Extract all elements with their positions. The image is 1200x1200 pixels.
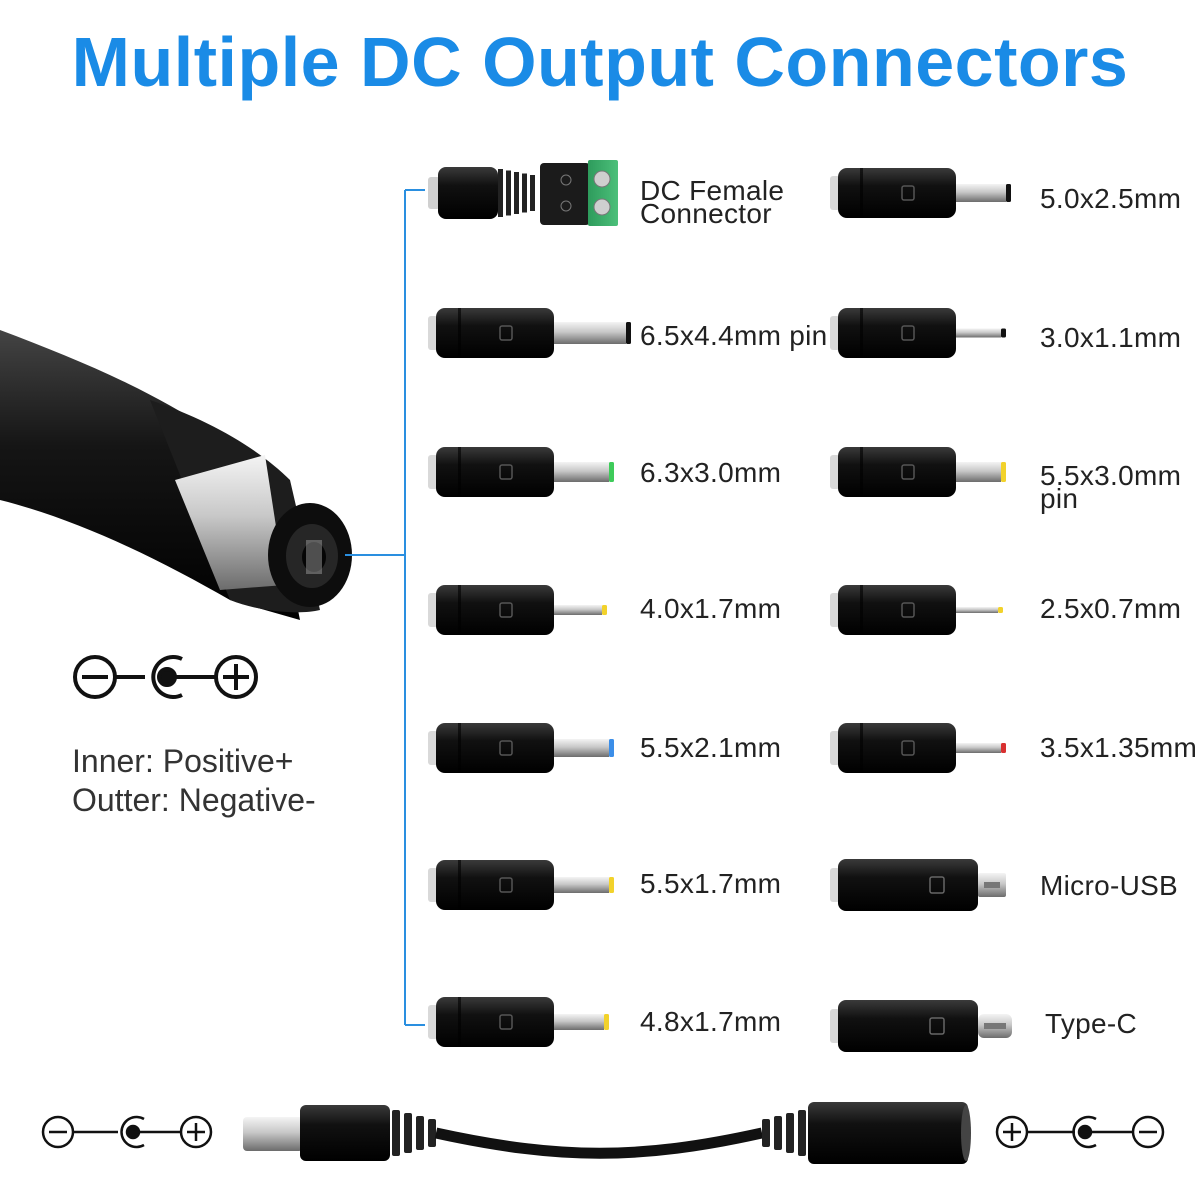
label-5.5x2.1mm: 5.5x2.1mm <box>640 732 782 763</box>
connector-3.0x1.1mm-icon <box>830 308 1006 358</box>
label-6.3x3.0mm: 6.3x3.0mm <box>640 457 782 488</box>
connector-2.5x0.7mm-icon <box>830 585 1003 635</box>
dc-female-connector-icon <box>428 160 618 226</box>
micro-usb-adapter-icon <box>830 859 1006 911</box>
polarity-inner-text: Inner: Positive+ <box>72 743 294 779</box>
page-title: Multiple DC Output Connectors <box>71 23 1129 101</box>
connector-5.5x2.1mm-icon <box>428 723 614 773</box>
label-5.5x3.0mm-line1: 5.5x3.0mm <box>1040 460 1182 491</box>
label-5.0x2.5mm: 5.0x2.5mm <box>1040 183 1182 214</box>
dc-plug-closeup-icon <box>0 330 352 620</box>
label-dc-female-line1: DC Female <box>640 175 785 206</box>
label-4.0x1.7mm: 4.0x1.7mm <box>640 593 782 624</box>
label-3.0x1.1mm: 3.0x1.1mm <box>1040 322 1182 353</box>
connector-4.0x1.7mm-icon <box>428 585 607 635</box>
polarity-symbol-right-icon <box>995 1115 1165 1149</box>
polarity-outer-text: Outter: Negative- <box>72 782 316 818</box>
connector-4.8x1.7mm-icon <box>428 997 609 1047</box>
connector-5.5x3.0mm-icon <box>830 447 1006 497</box>
label-5.5x3.0mm-line2: pin <box>1040 483 1079 514</box>
connector-5.5x1.7mm-icon <box>428 860 614 910</box>
connector-6.5x4.4mm-pin-icon <box>428 308 631 358</box>
grouping-bracket <box>404 189 425 1026</box>
label-5.5x1.7mm: 5.5x1.7mm <box>640 868 782 899</box>
usb-c-adapter-icon <box>830 1000 1012 1052</box>
label-6.5x4.4mm: 6.5x4.4mm pin <box>640 320 828 351</box>
label-micro-usb: Micro-USB <box>1040 870 1179 901</box>
polarity-symbol-left-icon <box>41 1115 213 1149</box>
label-4.8x1.7mm: 4.8x1.7mm <box>640 1006 782 1037</box>
extension-cable-icon <box>243 1102 971 1164</box>
connector-5.0x2.5mm-icon <box>830 168 1011 218</box>
label-2.5x0.7mm: 2.5x0.7mm <box>1040 593 1182 624</box>
label-3.5x1.35mm: 3.5x1.35mm <box>1040 732 1198 763</box>
connector-6.3x3.0mm-icon <box>428 447 614 497</box>
connector-3.5x1.35mm-icon <box>830 723 1006 773</box>
label-type-c: Type-C <box>1045 1008 1138 1039</box>
label-dc-female-line2: Connector <box>640 198 772 229</box>
polarity-symbol-icon <box>73 655 258 699</box>
